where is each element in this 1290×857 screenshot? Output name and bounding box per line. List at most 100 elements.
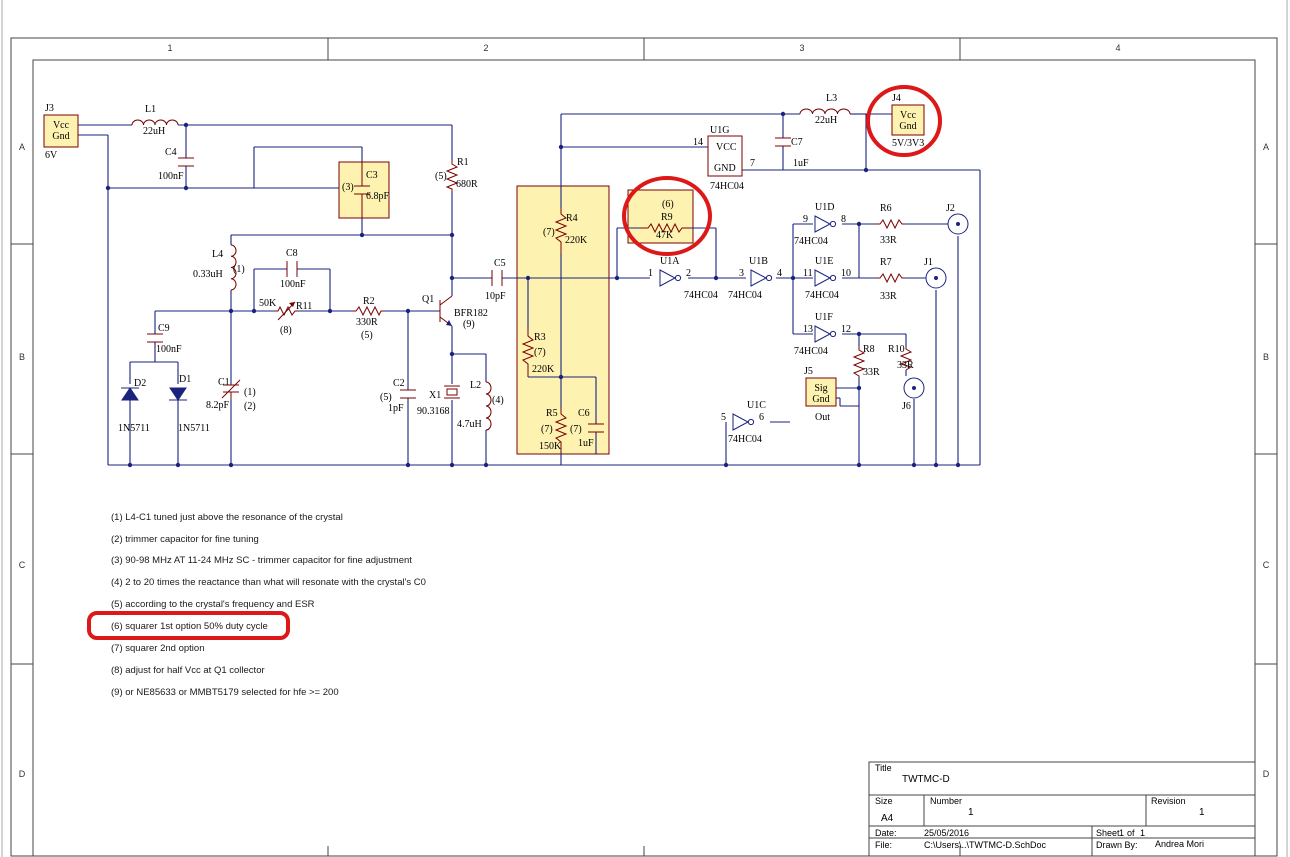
red-annotations: [87, 85, 942, 640]
gate-u1b-bubble: [765, 274, 773, 282]
u1g-pin-gnd: GND: [714, 163, 736, 174]
c2-note: (5): [380, 392, 392, 403]
gate-u1e-value: 74HC04: [805, 290, 839, 301]
q1-note: (9): [463, 319, 475, 330]
c1-value: 8.2pF: [206, 400, 230, 411]
gate-u1e-pin-in: 11: [803, 268, 813, 279]
x1-value: 90.3168: [417, 406, 450, 417]
gate-u1d-bubble: [829, 220, 837, 228]
note-6-highlight-mark: [87, 611, 290, 640]
gate-u1e-body: [814, 269, 832, 287]
inductor-l3: L3 22uH: [799, 93, 851, 126]
gate-u1d-ref: U1D: [815, 202, 834, 213]
j5-pin-sig: Sig: [814, 383, 827, 394]
gate-u1c-bubble: [747, 418, 755, 426]
zone-row-a-right: A: [1263, 142, 1269, 152]
drawn-value: Andrea Mori: [1155, 839, 1204, 849]
note-6: (6) squarer 1st option 50% duty cycle: [111, 621, 268, 632]
resistor-r6: R6 33R: [876, 203, 904, 246]
c4-value: 100nF: [158, 171, 184, 182]
number-value: 1: [968, 807, 974, 818]
j4-circle-mark: [866, 85, 942, 157]
resistor-r3: R3 (7) 220K: [521, 330, 555, 376]
j5-value: Out: [815, 412, 830, 423]
c7-value: 1uF: [793, 158, 809, 169]
resistor-r11: 50K R11 (8): [259, 298, 312, 336]
r9-circle-mark: [622, 176, 712, 256]
gate-u1f-ref: U1F: [815, 312, 833, 323]
gate-u1f-pin-in: 13: [803, 324, 813, 335]
gate-u1b-value: 74HC04: [728, 290, 762, 301]
zone-col-2: 2: [483, 43, 488, 53]
r10-value: 33R: [897, 360, 914, 371]
note-1: (1) L4-C1 tuned just above the resonance…: [111, 512, 343, 523]
l3-ref: L3: [826, 93, 837, 104]
gate-u1a-pin-out: 2: [686, 268, 691, 279]
gate-u1d-value: 74HC04: [794, 236, 828, 247]
title-label: Title: [875, 763, 892, 773]
zone-row-b: B: [19, 352, 25, 362]
r5-ref: R5: [546, 408, 558, 419]
connector-j3: J3 Vcc Gnd 6V: [43, 103, 79, 161]
c5-value: 10pF: [485, 291, 506, 302]
r4-value: 220K: [565, 235, 588, 246]
size-value: A4: [881, 813, 894, 824]
r4-note: (7): [543, 227, 555, 238]
l2-note: (4): [492, 395, 504, 406]
connector-j2: J2: [946, 203, 969, 235]
resistor-r10: R10 33R: [888, 344, 914, 371]
capacitor-c2: C2 (5) 1pF: [380, 378, 416, 414]
x1-ref: X1: [429, 390, 441, 401]
connector-j4: J4 Vcc Gnd 5V/3V3: [891, 93, 925, 149]
l4-ref: L4: [212, 249, 223, 260]
capacitor-c5: C5 10pF: [485, 258, 506, 302]
c9-ref: C9: [158, 323, 170, 334]
note-4: (4) 2 to 20 times the reactance than wha…: [111, 577, 426, 588]
r1-ref: R1: [457, 157, 469, 168]
gate-u1f-body: [814, 325, 832, 343]
connector-j6: J6: [902, 377, 925, 412]
title-value: TWTMC-D: [902, 774, 950, 785]
r11-note: (8): [280, 325, 292, 336]
transistor-q1: Q1 BFR182 (9): [422, 294, 488, 330]
inductor-l4: L4 0.33uH (1): [193, 244, 245, 291]
gate-u1a-body: [659, 269, 677, 287]
c3-highlight: [338, 161, 390, 219]
l4-value: 0.33uH: [193, 269, 223, 280]
j4-ref: J4: [892, 93, 901, 104]
zone-row-a: A: [19, 142, 25, 152]
r9-ref: R9: [661, 212, 673, 223]
r2-note: (5): [361, 330, 373, 341]
r2-ref: R2: [363, 296, 375, 307]
connector-j5: J5 Sig Gnd Out: [804, 366, 837, 423]
sheet-total: 1: [1140, 828, 1145, 838]
q1-ref: Q1: [422, 294, 434, 305]
r11-value: 50K: [259, 298, 277, 309]
resistor-r9: (6) R9 47K: [640, 199, 690, 241]
r1-note: (5): [435, 171, 447, 182]
gate-u1a-bubble: [674, 274, 682, 282]
zone-row-d: D: [19, 769, 26, 779]
c5-ref: C5: [494, 258, 506, 269]
note-7: (7) squarer 2nd option: [111, 643, 204, 654]
u1g-pin-vcc: VCC: [716, 142, 737, 153]
l2-value: 4.7uH: [457, 419, 482, 430]
capacitor-c4: C4 100nF: [158, 147, 194, 182]
gate-u1a-ref: U1A: [660, 256, 680, 267]
revision-value: 1: [1199, 807, 1205, 818]
gate-u1e-pin-out: 10: [841, 268, 851, 279]
c7-ref: C7: [791, 137, 803, 148]
gate-u1c-body: [732, 413, 750, 431]
gate-u1a-pin-in: 1: [648, 268, 653, 279]
crystal-x1: X1 90.3168: [417, 385, 460, 417]
c8-value: 100nF: [280, 279, 306, 290]
zone-col-1: 1: [167, 43, 172, 53]
j3-pin-vcc: Vcc: [53, 120, 70, 131]
c8-ref: C8: [286, 248, 298, 259]
u1g-ref: U1G: [710, 125, 729, 136]
note-9: (9) or NE85633 or MMBT5179 selected for …: [111, 687, 339, 698]
gate-u1b-pin-in: 3: [739, 268, 744, 279]
